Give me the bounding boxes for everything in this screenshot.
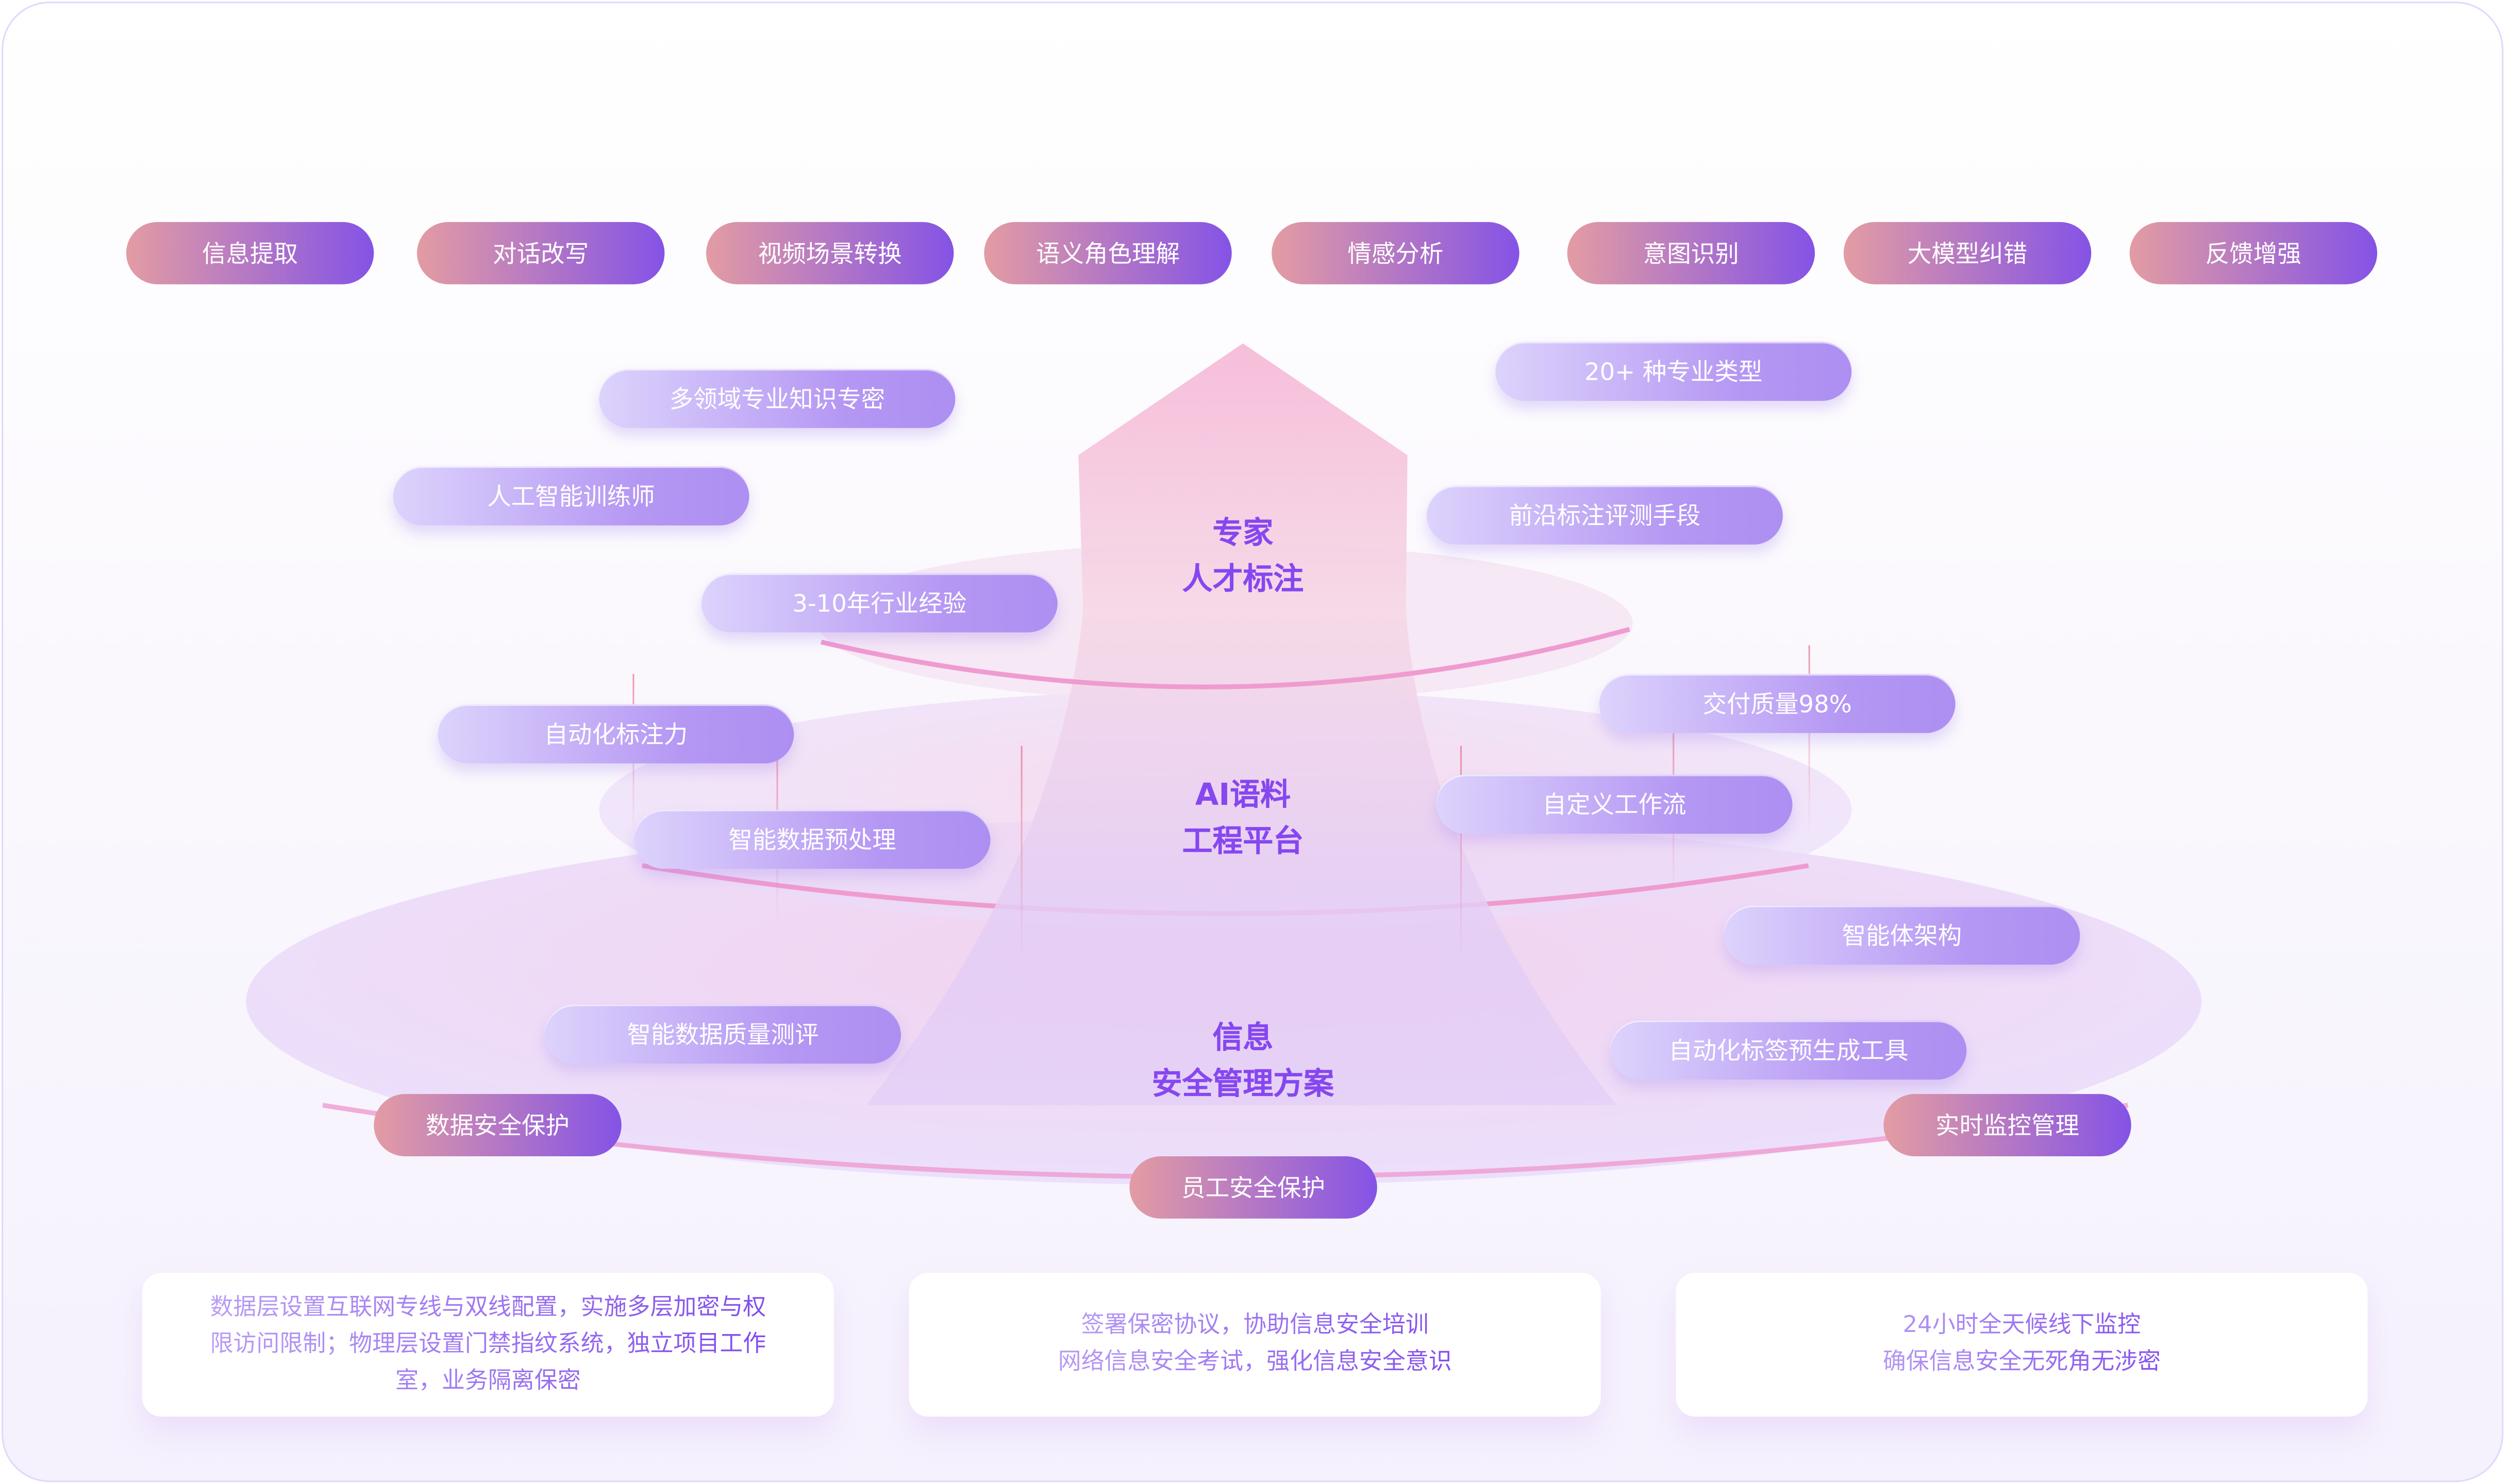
- security-card-monitor: 24小时全天候线下监控 确保信息安全无死角无涉密: [1676, 1273, 2368, 1417]
- layer-title-expert: 专家 人才标注: [1083, 511, 1402, 604]
- top-tag: 视频场景转换: [706, 222, 954, 284]
- top-tag: 意图识别: [1567, 222, 1815, 284]
- top-tag: 语义角色理解: [984, 222, 1232, 284]
- feature-tag: 3-10年行业经验: [701, 573, 1058, 633]
- layer-title-line: 人才标注: [1182, 562, 1304, 598]
- security-tag: 实时监控管理: [1883, 1094, 2131, 1157]
- top-tag: 反馈增强: [2129, 222, 2378, 284]
- feature-tag: 自动化标签预生成工具: [1610, 1020, 1967, 1080]
- top-tag: 信息提取: [126, 222, 374, 284]
- pyramid-graphic: [246, 343, 2202, 1185]
- top-tag: 大模型纠错: [1843, 222, 2092, 284]
- card-text: 签署保密协议，协助信息安全培训 网络信息安全考试，强化信息安全意识: [1000, 1308, 1509, 1381]
- security-tag: 员工安全保护: [1129, 1156, 1377, 1219]
- layer-ring-top-edge: [821, 627, 1630, 689]
- feature-tag: 多领域专业知识专密: [599, 368, 956, 428]
- layer-title-line: 专家: [1212, 516, 1274, 551]
- layer-title-line: 工程平台: [1182, 824, 1304, 859]
- top-tag: 对话改写: [416, 222, 665, 284]
- connector-line: [1021, 746, 1023, 962]
- layer-title-line: 安全管理方案: [1151, 1067, 1334, 1102]
- layer-title-line: 信息: [1212, 1020, 1274, 1056]
- feature-tag: 20+ 种专业类型: [1495, 342, 1852, 401]
- feature-tag: 前沿标注评测手段: [1426, 485, 1783, 545]
- feature-tag: 交付质量98%: [1599, 673, 1956, 733]
- feature-tag: 智能数据质量测评: [544, 1004, 901, 1064]
- top-tag: 情感分析: [1272, 222, 1519, 284]
- feature-tag: 智能数据预处理: [634, 810, 991, 869]
- feature-tag: 智能体架构: [1724, 905, 2080, 965]
- card-text: 数据层设置互联网专线与双线配置，实施多层加密与权限访问限制；物理层设置门禁指纹系…: [142, 1290, 834, 1400]
- security-tag: 数据安全保护: [374, 1094, 622, 1157]
- feature-tag: 自定义工作流: [1436, 774, 1793, 834]
- feature-tag: 人工智能训练师: [393, 466, 749, 526]
- layer-title-line: AI语料: [1195, 778, 1291, 813]
- feature-tag: 自动化标注力: [438, 704, 794, 764]
- upward-arrow: [865, 343, 1617, 1105]
- connector-line: [1808, 645, 1810, 834]
- connector-line: [1460, 746, 1462, 962]
- layer-title-platform: AI语料 工程平台: [1083, 773, 1402, 866]
- security-card-data: 数据层设置互联网专线与双线配置，实施多层加密与权限访问限制；物理层设置门禁指纹系…: [142, 1273, 834, 1417]
- security-card-staff: 签署保密协议，协助信息安全培训 网络信息安全考试，强化信息安全意识: [909, 1273, 1601, 1417]
- layer-title-security: 信息 安全管理方案: [1083, 1016, 1402, 1108]
- card-text: 24小时全天候线下监控 确保信息安全无死角无涉密: [1825, 1308, 2218, 1381]
